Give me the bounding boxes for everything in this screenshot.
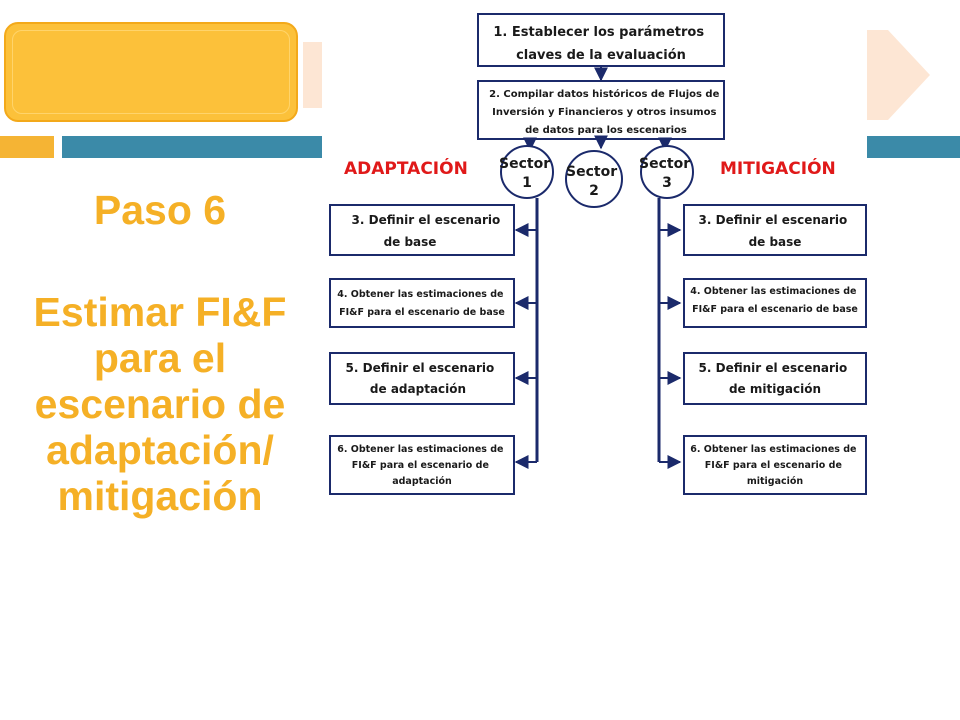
sector-2-circle: Sector 2 [565,150,623,208]
label-adaptacion: ADAPTACIÓN [344,157,468,179]
step-2-line-3: de datos para los escenarios [525,125,687,136]
left-box-6-line-3: adaptación [392,476,452,487]
slide-left-text: Paso 6 Estimar FI&F para el escenario de… [0,187,320,519]
step-1-box: 1. Establecer los parámetros claves de l… [477,13,725,67]
sector-3-number: 3 [662,175,672,191]
step-2-line-1: 2. Compilar datos históricos de Flujos d… [489,88,719,100]
right-box-6-line-1: 6. Obtener las estimaciones de [690,444,856,455]
sector-2-word: Sector [566,164,617,180]
step-title: Paso 6 [93,187,227,233]
right-box-4: 4. Obtener las estimaciones de FI&F para… [683,278,867,328]
sector-1-word: Sector [499,156,550,172]
step-2-line-2: Inversión y Financieros y otros insumos [492,106,716,118]
step-description: Estimar FI&F para el escenario de adapta… [33,288,287,519]
svg-text:Sector 3: Sector 3 [639,156,695,191]
right-box-5: 5. Definir el escenario de mitigación [683,352,867,405]
step-2-box: 2. Compilar datos históricos de Flujos d… [477,80,725,140]
right-box-6-line-3: mitigación [747,476,804,487]
label-mitigacion: MITIGACIÓN [720,157,836,179]
right-box-3-line-1: 3. Definir el escenario [699,213,848,227]
svg-text:3. Definir el escenario: 3. Definir el escenario de base [352,213,505,249]
decorative-yellow-box [4,22,298,122]
svg-text:4. Obtener las estimaciones de: 4. Obtener las estimaciones de FI&F para… [690,286,860,315]
svg-text:5. Definir el escenario: 5. Definir el escenario de adaptación [346,361,499,396]
right-box-4-line-2: FI&F para el escenario de base [692,304,858,315]
svg-text:3. Definir el escenario: 3. Definir el escenario de base [699,213,852,249]
right-box-6-line-2: FI&F para el escenario de [705,460,842,471]
svg-text:2. Compilar datos históricos: 2. Compilar datos históricos de Flujos d… [489,88,723,136]
sector-3-circle: Sector 3 [639,145,695,199]
left-box-5-line-2: de adaptación [370,382,466,396]
left-box-6-line-1: 6. Obtener las estimaciones de [337,444,503,455]
step-1-line-2: claves de la evaluación [516,48,686,63]
svg-text:5. Definir el escenario: 5. Definir el escenario de mitigación [699,361,852,396]
svg-text:4. Obtener las estimaciones de: 4. Obtener las estimaciones de FI&F para… [337,289,507,318]
sector-3-word: Sector [639,156,690,172]
right-box-3: 3. Definir el escenario de base [683,204,867,256]
right-box-5-line-2: de mitigación [729,382,821,396]
svg-text:Sector 1: Sector 1 [499,156,555,191]
left-box-4: 4. Obtener las estimaciones de FI&F para… [329,278,515,328]
left-box-3-line-1: 3. Definir el escenario [352,213,501,227]
right-box-5-line-1: 5. Definir el escenario [699,361,848,375]
svg-text:6. Obtener las estimaciones de: 6. Obtener las estimaciones de FI&F para… [337,444,507,487]
sector-2-number: 2 [589,183,599,199]
sector-1-number: 1 [522,175,532,191]
step-1-line-1: 1. Establecer los parámetros [493,25,704,40]
left-box-3-line-2: de base [384,235,437,249]
svg-text:6. Obtener las estimaciones de: 6. Obtener las estimaciones de FI&F para… [690,444,860,487]
left-box-4-line-1: 4. Obtener las estimaciones de [337,289,503,300]
right-box-3-line-2: de base [749,235,802,249]
left-box-6-line-2: FI&F para el escenario de [352,460,489,471]
left-box-5: 5. Definir el escenario de adaptación [329,352,515,405]
right-box-6: 6. Obtener las estimaciones de FI&F para… [683,435,867,495]
svg-text:1. Establecer los parámetros: 1. Establecer los parámetros claves de l… [493,25,708,63]
chevron-right-icon [866,30,930,120]
decorative-orange-bar [0,136,54,158]
sector-1-circle: Sector 1 [499,145,555,199]
svg-text:Sector 2: Sector 2 [566,164,622,199]
left-box-4-line-2: FI&F para el escenario de base [339,307,505,318]
right-box-4-line-1: 4. Obtener las estimaciones de [690,286,856,297]
left-box-5-line-1: 5. Definir el escenario [346,361,495,375]
left-box-6: 6. Obtener las estimaciones de FI&F para… [329,435,515,495]
left-box-3: 3. Definir el escenario de base [329,204,515,256]
